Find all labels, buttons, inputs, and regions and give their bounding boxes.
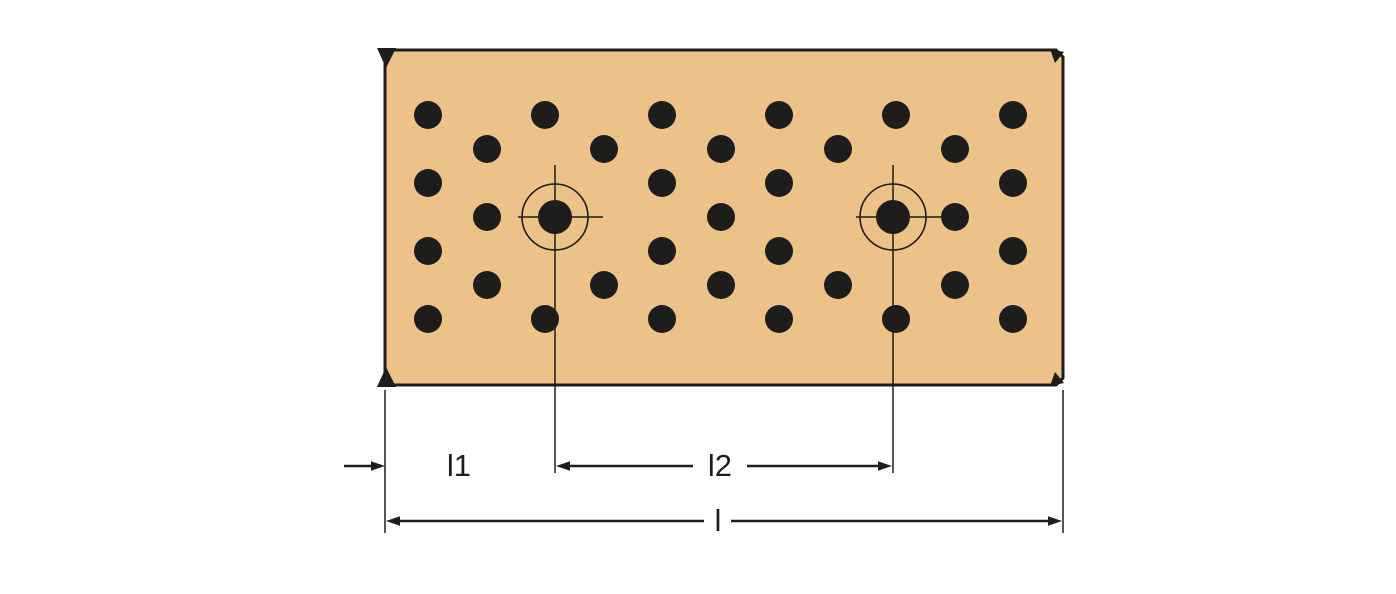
plate-corner-chamfer-bottom-right (1050, 372, 1064, 386)
graphite-plug (765, 305, 793, 333)
extension-lines (384, 390, 1064, 533)
l2-label: l2 (708, 448, 732, 483)
l1-arrowhead (371, 461, 385, 471)
graphite-plug (531, 305, 559, 333)
mounting-hole (518, 165, 603, 473)
hole-countersink-outline (859, 183, 927, 251)
graphite-plug (707, 203, 735, 231)
graphite-plug (999, 305, 1027, 333)
graphite-plug (824, 271, 852, 299)
graphite-plug (765, 169, 793, 197)
graphite-plug (999, 101, 1027, 129)
mounting-holes-layer (518, 165, 941, 473)
mounting-hole (856, 165, 941, 473)
l-label: l (715, 503, 722, 538)
graphite-plug (999, 237, 1027, 265)
l2-arrowhead-left (556, 461, 570, 471)
graphite-plug (824, 135, 852, 163)
graphite-plug (648, 101, 676, 129)
graphite-plug (648, 237, 676, 265)
graphite-plug (590, 271, 618, 299)
graphite-plug (941, 203, 969, 231)
graphite-plug (941, 271, 969, 299)
dimension-l2: l2 (556, 448, 892, 483)
l1-label: l1 (447, 448, 471, 483)
graphite-plug (882, 305, 910, 333)
hole-bore (876, 200, 910, 234)
graphite-plug (648, 169, 676, 197)
l-arrowhead-right (1048, 516, 1062, 526)
graphite-plug (414, 101, 442, 129)
dimension-l1: l1 (344, 448, 471, 483)
graphite-plug (414, 305, 442, 333)
graphite-plug (707, 271, 735, 299)
graphite-plug (765, 237, 793, 265)
graphite-plug (590, 135, 618, 163)
graphite-plug (473, 135, 501, 163)
hole-bore (538, 200, 572, 234)
plate-corner-chamfer-bottom-left (377, 367, 396, 387)
graphite-plug (531, 101, 559, 129)
graphite-plug (999, 169, 1027, 197)
plate-corner-chamfer-top-right (1050, 49, 1064, 63)
graphite-plug (414, 237, 442, 265)
graphite-plug (707, 135, 735, 163)
l-arrowhead-left (386, 516, 400, 526)
dimension-l: l (386, 503, 1062, 538)
hole-countersink-outline (521, 183, 589, 251)
graphite-plug (473, 271, 501, 299)
graphite-plug (882, 101, 910, 129)
graphite-plug (473, 203, 501, 231)
graphite-plug (648, 305, 676, 333)
graphite-plug (414, 169, 442, 197)
plate-corner-chamfer-top-left (377, 48, 396, 68)
graphite-plug (765, 101, 793, 129)
graphite-plugs-layer (414, 101, 1027, 333)
l2-arrowhead-right (878, 461, 892, 471)
graphite-plug (941, 135, 969, 163)
